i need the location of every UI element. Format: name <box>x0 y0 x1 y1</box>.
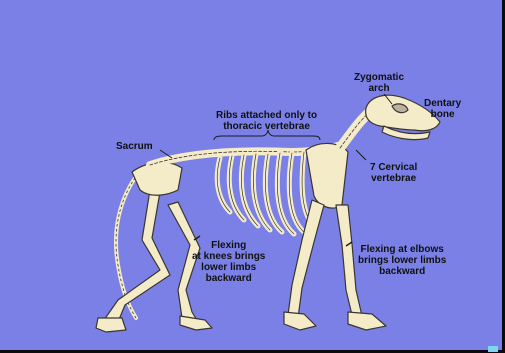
rear-paw-far <box>180 316 212 330</box>
ribs-label: Ribs attached only to thoracic vertebrae <box>216 110 317 132</box>
cervical-leader <box>356 150 366 160</box>
sacrum-label: Sacrum <box>116 141 153 152</box>
rear-paw-near <box>96 318 126 332</box>
pelvis-bone <box>132 162 182 195</box>
knees-flexing-label: Flexing at knees brings lower limbs back… <box>192 240 265 284</box>
zygomatic-arch-label: Zygomatic arch <box>354 72 404 94</box>
cervical-vertebrae-label: 7 Cervical vertebrae <box>370 162 417 184</box>
front-paw-near <box>348 312 386 330</box>
rear-leg-near <box>104 190 170 322</box>
corner-mark <box>488 346 498 352</box>
scapula-bone <box>306 143 348 208</box>
elbows-flexing-label: Flexing at elbows brings lower limbs bac… <box>358 244 446 277</box>
dentary-bone-label: Dentary bone <box>424 98 461 120</box>
front-paw-far <box>284 312 316 330</box>
